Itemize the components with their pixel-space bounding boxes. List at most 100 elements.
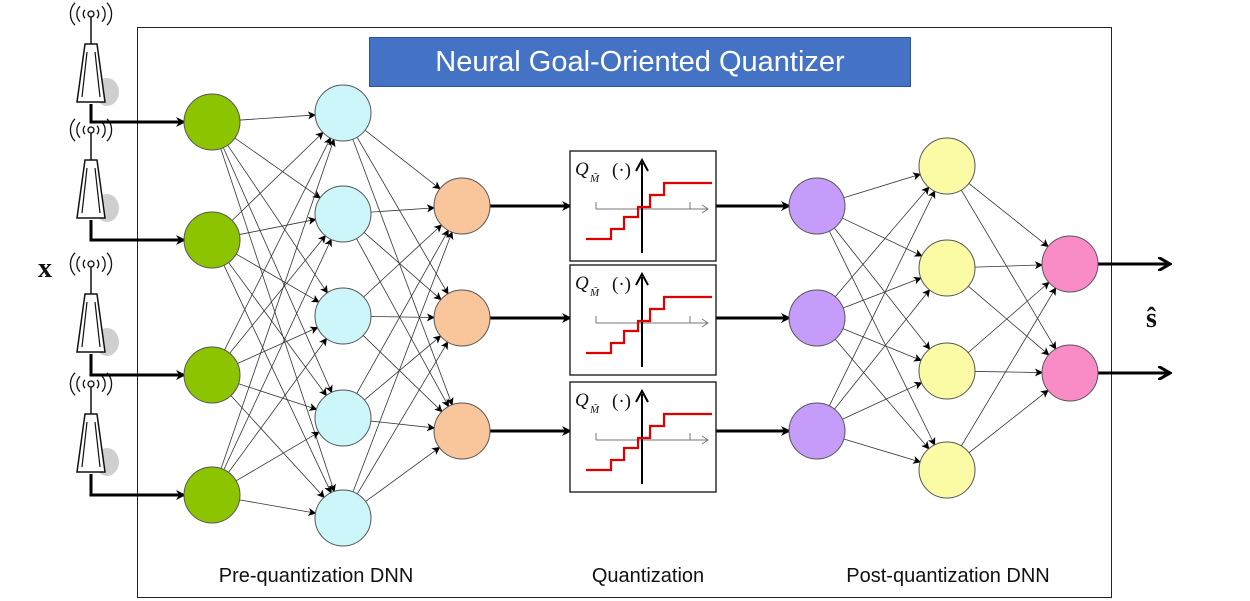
quantizer-subscript: M̃ [589,172,600,185]
network-edge [834,289,931,410]
pre-output-node [433,177,491,235]
network-edge [968,389,1049,453]
quantizer-argument: (·) [612,160,631,181]
network-edge [967,281,1050,353]
network-edge [968,285,1050,356]
network-edge [239,216,317,235]
diagram-title: Neural Goal-Oriented Quantizer [369,37,911,87]
network-edge [228,337,328,473]
network-edge [356,229,449,394]
network-edge [239,499,317,516]
network-edge [842,382,923,420]
quantizer-argument: (·) [612,274,631,295]
antenna-icon [69,252,119,356]
network-edge [239,111,317,121]
network-edge [235,431,320,482]
network-edge [961,287,1057,447]
pre-hidden-node [314,185,372,243]
network-edge [974,261,1044,270]
network-edge [238,383,318,411]
network-edge [968,183,1049,248]
network-edge [224,137,331,351]
network-edge [370,313,436,322]
input-node [183,466,241,524]
pre-output-node [433,289,491,347]
network-edge [223,265,332,494]
input-connector [89,354,186,380]
network-edge [828,190,936,407]
network-edge [222,147,333,394]
pre-hidden-node [314,84,372,142]
quantization-label: Quantization [591,565,705,587]
input-node [183,211,241,269]
network-edge [834,227,931,350]
input-connector [89,220,186,245]
quantizer-subscript: M̃ [589,403,600,416]
network-edge [842,217,923,257]
network-edge [352,139,454,406]
pre-quantization-label: Pre-quantization DNN [218,565,414,587]
network-edge [363,224,443,298]
network-edge [364,129,441,190]
network-edge [960,189,1057,350]
quantizer-symbol: Q [575,390,589,411]
post-hidden-node [918,342,976,400]
antenna-icon [69,2,119,106]
network-edge [829,230,936,446]
input-connector [89,104,186,127]
network-edge [237,326,319,364]
network-edge [236,253,320,303]
input-label: x [38,253,52,284]
network-edge [352,231,454,492]
post-hidden-node [918,441,976,499]
network-edge [843,172,922,199]
quantizer-staircase [586,412,712,472]
network-edge [356,238,450,408]
network-edge [229,234,326,354]
network-edge [231,131,324,221]
network-edge [228,262,327,397]
network-edge [834,339,930,450]
network-edge [974,368,1044,377]
network-edge [370,420,436,432]
antenna-icon [69,372,119,476]
quantizer-argument: (·) [612,391,631,412]
network-edge [223,238,332,470]
network-edge [220,138,336,469]
pre-hidden-node [314,489,372,547]
network-edge [364,335,442,401]
network-edge [834,186,930,297]
quantizer-staircase [586,181,712,241]
input-node [183,346,241,404]
network-edge [356,341,449,495]
post-input-node [788,402,846,460]
output-node [1041,344,1099,402]
quantizer-subscript: M̃ [589,286,600,299]
network-edge [842,328,922,362]
output-node [1041,235,1099,293]
output-label: ŝ [1146,303,1157,334]
post-hidden-node [918,137,976,195]
quantizer-symbol: Q [575,159,589,180]
post-input-node [788,177,846,235]
network-edge [363,232,442,301]
post-input-node [788,289,846,347]
pre-hidden-node [314,287,372,345]
network-edge [356,137,449,295]
pre-hidden-node [314,389,372,447]
input-node [183,93,241,151]
network-edge [365,446,441,502]
input-connector [89,474,186,500]
quantizer-frame [137,27,1112,598]
network-edge [843,438,922,464]
antenna-icon [69,118,119,222]
quantizer-symbol: Q [575,273,589,294]
post-hidden-node [918,239,976,297]
quantizer-staircase [586,295,712,355]
network-edge [230,395,325,499]
